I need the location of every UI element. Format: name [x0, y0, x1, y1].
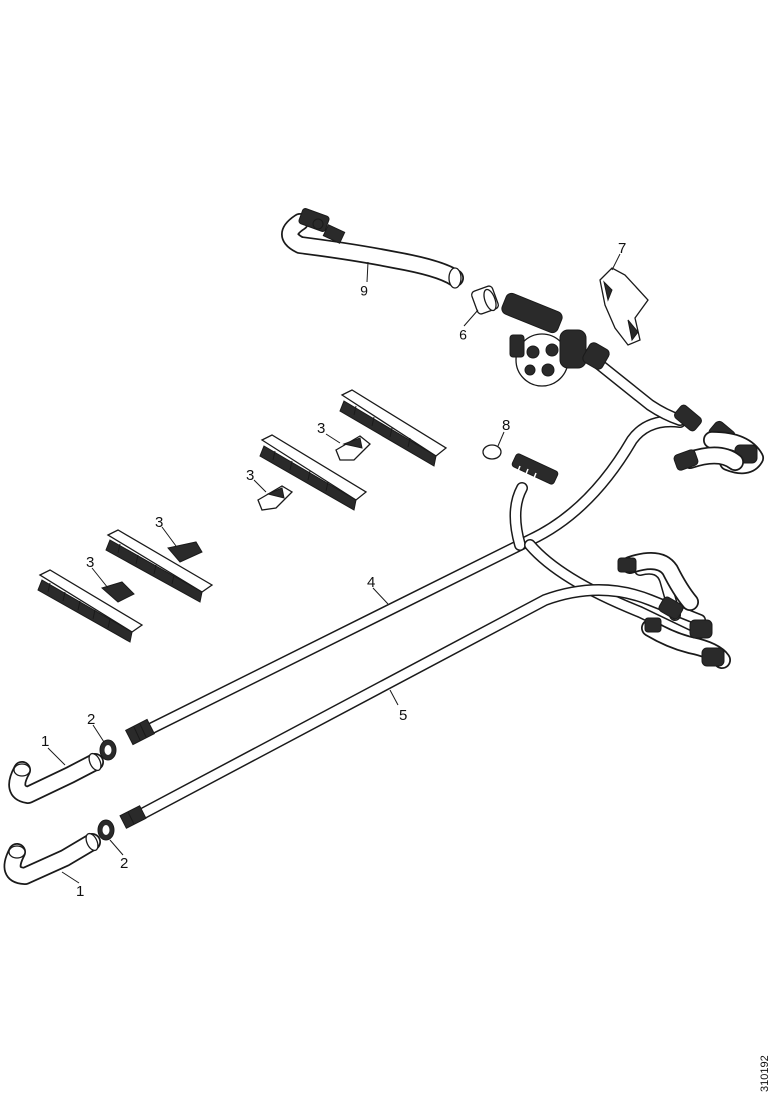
hose-1-upper	[8, 752, 104, 804]
drawing-id: 310192	[759, 1055, 771, 1092]
hose-1-lower	[3, 832, 101, 885]
callout-3-strip-2: 3	[155, 514, 163, 531]
clip-3c	[257, 485, 294, 511]
callout-9: 9	[459, 327, 467, 343]
bracket-7	[599, 267, 649, 346]
ring-2-lower	[97, 819, 115, 841]
callout-7: 7	[618, 240, 626, 257]
callout-6: 6	[360, 283, 368, 299]
clip-3b	[167, 541, 203, 563]
clamp-strip-3	[259, 434, 368, 511]
callout-3-strip-4: 3	[317, 420, 325, 437]
lower-right-fittings	[617, 552, 731, 669]
clamp-strip-1	[37, 569, 144, 643]
clamp-strip-4	[339, 389, 448, 467]
leader-lines	[47, 253, 621, 884]
callout-1-upper: 1	[41, 733, 49, 750]
callout-1-lower: 1	[76, 883, 84, 900]
callout-4: 4	[367, 574, 375, 591]
sleeve-9	[471, 285, 499, 315]
pipe-4-end-fitting	[125, 718, 155, 746]
callout-2-lower: 2	[120, 855, 128, 872]
callout-2-upper: 2	[87, 711, 95, 728]
callout-5: 5	[399, 707, 407, 724]
clip-3a	[100, 581, 135, 603]
ring-2-upper	[99, 739, 117, 761]
pipe-5-end-fitting	[119, 805, 147, 829]
fitting-8	[482, 444, 559, 485]
pipe-4	[132, 359, 696, 741]
clamp-strip-2	[105, 529, 214, 603]
callout-3-strip-3: 3	[246, 467, 254, 484]
valve-assembly	[501, 292, 610, 387]
clip-3d	[335, 435, 371, 461]
callout-8: 8	[502, 417, 510, 434]
callout-3-strip-1: 3	[86, 554, 94, 571]
right-couplings	[673, 404, 764, 475]
hose-6	[281, 208, 464, 289]
